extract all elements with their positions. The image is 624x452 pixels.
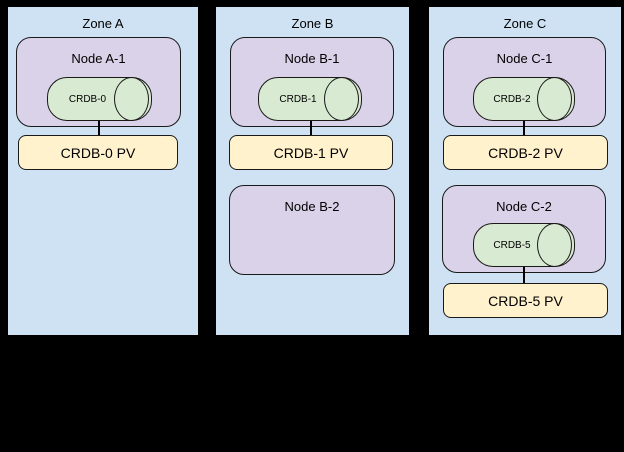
cylinder-cap-icon	[537, 223, 572, 267]
crdb-5-pv-box: CRDB-5 PV	[443, 283, 608, 318]
zone-a-title: Zone A	[82, 16, 124, 31]
crdb-0-pod-cylinder: CRDB-0	[47, 77, 152, 121]
crdb-5-pod-label: CRDB-5	[493, 239, 531, 251]
crdb-5-pod-cylinder: CRDB-5	[473, 223, 575, 267]
node-b1-title: Node B-1	[284, 51, 340, 66]
crdb-1-pv-label: CRDB-1 PV	[273, 144, 349, 161]
connector-crdb5-to-pv	[523, 266, 525, 284]
node-b2-title: Node B-2	[284, 199, 340, 214]
crdb-2-pv-box: CRDB-2 PV	[443, 135, 608, 170]
zone-b-container: Zone B Node B-1 CRDB-1 CRDB-1 PV Node B-…	[214, 5, 411, 337]
node-c1-title: Node C-1	[496, 51, 553, 66]
zone-b-title: Zone B	[291, 16, 334, 31]
crdb-0-pv-label: CRDB-0 PV	[60, 144, 136, 161]
zone-c-container: Zone C Node C-1 CRDB-2 CRDB-2 PV Node C-…	[427, 5, 623, 337]
connector-crdb1-to-pv	[310, 120, 312, 136]
cylinder-cap-icon	[324, 77, 359, 121]
connector-crdb0-to-pv	[98, 120, 100, 136]
crdb-2-pod-label: CRDB-2	[493, 93, 531, 105]
node-b2-box: Node B-2	[229, 185, 395, 275]
node-a1-title: Node A-1	[71, 51, 126, 66]
crdb-5-pv-label: CRDB-5 PV	[488, 292, 563, 309]
crdb-0-pv-box: CRDB-0 PV	[18, 135, 178, 170]
crdb-1-pv-box: CRDB-1 PV	[229, 135, 393, 170]
zone-a-container: Zone A Node A-1 CRDB-0 CRDB-0 PV	[6, 5, 200, 337]
cylinder-cap-icon	[537, 77, 572, 121]
cylinder-cap-icon	[114, 77, 149, 121]
zone-c-title: Zone C	[503, 16, 547, 31]
crdb-1-pod-cylinder: CRDB-1	[258, 77, 362, 121]
crdb-2-pv-label: CRDB-2 PV	[488, 144, 563, 161]
node-c2-title: Node C-2	[496, 199, 552, 214]
crdb-0-pod-label: CRDB-0	[68, 93, 107, 105]
crdb-2-pod-cylinder: CRDB-2	[473, 77, 575, 121]
connector-crdb2-to-pv	[523, 120, 525, 136]
crdb-1-pod-label: CRDB-1	[279, 93, 317, 105]
